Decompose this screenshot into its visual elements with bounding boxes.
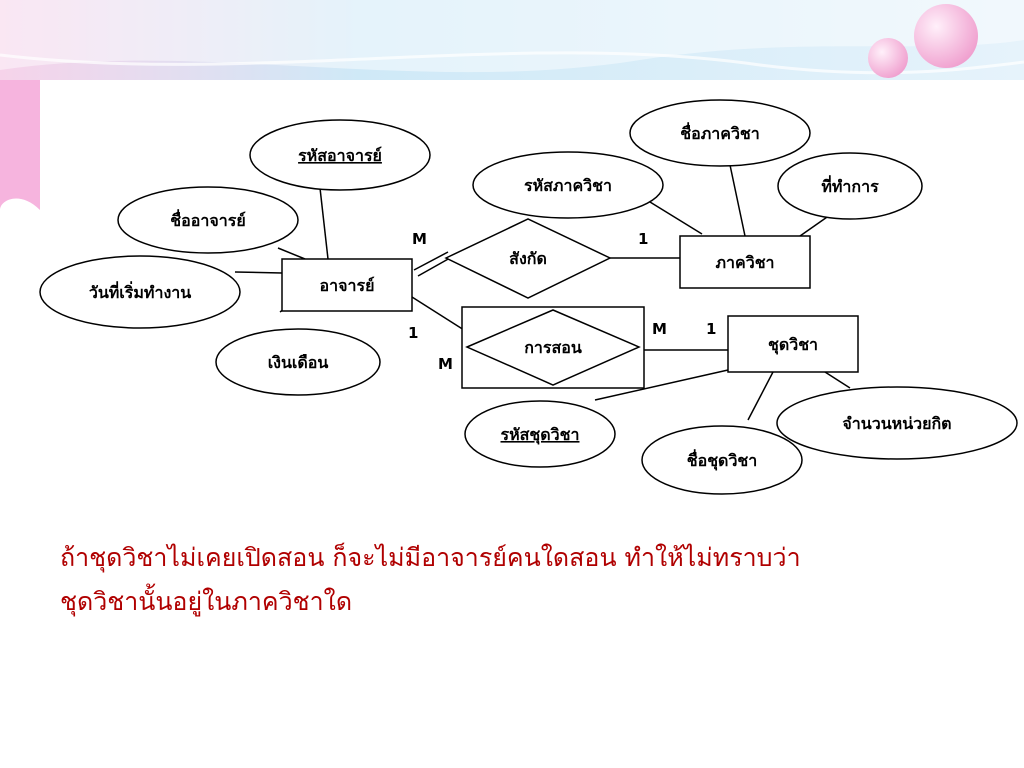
attribute-course-name: ชื่อชุดวิชา: [641, 425, 803, 495]
attribute-teacher-name: ชื่ออาจารย์: [117, 186, 299, 254]
cardinality-label: M: [438, 355, 453, 373]
svg-text:ชื่อชุดวิชา: ชื่อชุดวิชา: [687, 449, 758, 471]
attribute-course-id: รหัสชุดวิชา: [464, 400, 616, 468]
entity-course: ชุดวิชา: [727, 315, 859, 373]
svg-text:รหัสภาควิชา: รหัสภาควิชา: [524, 176, 612, 195]
svg-text:เงินเดือน: เงินเดือน: [268, 353, 329, 372]
svg-text:รหัสอาจารย์: รหัสอาจารย์: [298, 146, 382, 165]
cardinality-label: M: [652, 320, 667, 338]
attribute-dept-id: รหัสภาควิชา: [472, 151, 664, 219]
svg-text:ที่ทำการ: ที่ทำการ: [821, 175, 879, 196]
svg-text:วันที่เริ่มทำงาน: วันที่เริ่มทำงาน: [89, 281, 191, 302]
svg-text:สังกัด: สังกัด: [509, 249, 547, 268]
relationship-teaches: การสอน: [461, 306, 645, 389]
bubble-decoration: [914, 4, 978, 68]
caption-line-1: ถ้าชุดวิชาไม่เคยเปิดสอน ก็จะไม่มีอาจารย์…: [60, 543, 801, 572]
svg-text:การสอน: การสอน: [524, 338, 582, 357]
svg-text:ชื่ออาจารย์: ชื่ออาจารย์: [170, 209, 245, 230]
svg-text:อาจารย์: อาจารย์: [320, 276, 375, 295]
svg-text:ชื่อภาควิชา: ชื่อภาควิชา: [680, 122, 760, 143]
svg-text:ภาควิชา: ภาควิชา: [715, 253, 774, 272]
cardinality-label: 1: [706, 320, 716, 338]
attribute-start-date: วันที่เริ่มทำงาน: [39, 255, 241, 329]
svg-text:จำนวนหน่วยกิต: จำนวนหน่วยกิต: [842, 414, 951, 433]
relationship-belongs-to: สังกัด: [444, 218, 612, 299]
attribute-teacher-id: รหัสอาจารย์: [249, 119, 431, 191]
svg-text:ชุดวิชา: ชุดวิชา: [768, 335, 818, 355]
attribute-salary: เงินเดือน: [215, 328, 381, 396]
attribute-credits: จำนวนหน่วยกิต: [776, 386, 1018, 460]
attribute-dept-name: ชื่อภาควิชา: [629, 99, 811, 167]
entity-teacher: อาจารย์: [281, 258, 413, 312]
svg-text:รหัสชุดวิชา: รหัสชุดวิชา: [501, 425, 580, 445]
cardinality-label: M: [412, 230, 427, 248]
slide-caption: ถ้าชุดวิชาไม่เคยเปิดสอน ก็จะไม่มีอาจารย์…: [60, 536, 960, 624]
cardinality-label: 1: [408, 324, 418, 342]
caption-line-2: ชุดวิชานั้นอยู่ในภาควิชาใด: [60, 587, 353, 616]
entity-department: ภาควิชา: [679, 235, 811, 289]
attribute-office: ที่ทำการ: [777, 152, 923, 220]
cardinality-label: 1: [638, 230, 648, 248]
